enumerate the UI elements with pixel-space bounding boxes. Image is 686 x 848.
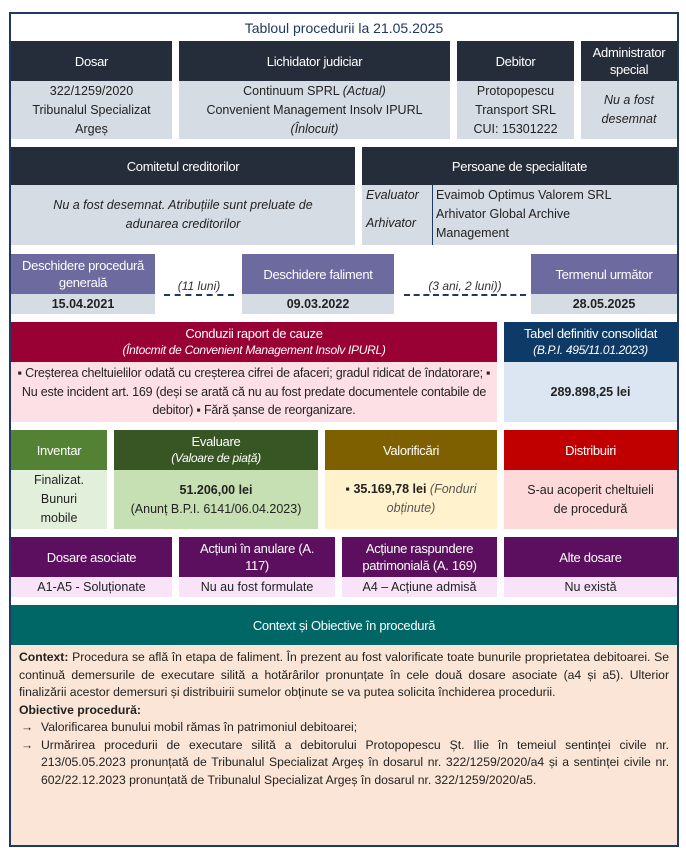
administrator-value: Nu a fost desemnat <box>601 93 657 126</box>
distribuiri-header: Distribuiri <box>504 430 677 470</box>
specialisti-header: Persoane de specialitate <box>362 147 677 185</box>
arhivator-name: Arhivator Global Archive Management <box>436 207 571 240</box>
evaluare-note: (Anunț B.P.I. 6141/06.04.2023) <box>130 501 302 516</box>
tabel-subtitle: (B.P.I. 495/11.01.2023) <box>533 343 648 357</box>
lichidator-body: Continuum SPRL (Actual) Convenient Manag… <box>179 81 450 139</box>
dosar-number: 322/1259/2020 <box>49 83 134 98</box>
cauze-subtitle: (Întocmit de Convenient Management Insol… <box>122 343 386 357</box>
distribuiri-value: S-au acoperit cheltuieli de procedură <box>504 470 677 529</box>
cauze-title: Conduzii raport de cauze <box>185 326 323 341</box>
administrator-header: Administrator special <box>581 41 677 81</box>
arhivator-role: Arhivator <box>366 216 417 230</box>
debitor-name-1: Protopopescu <box>476 83 555 98</box>
evaluare-subtitle: (Valoare de piață) <box>171 451 261 465</box>
evaluator-name: Evaimob Optimus Valorem SRL <box>436 188 612 202</box>
gap-3-ani: (3 ani, 2 luni)) <box>404 278 526 296</box>
termen-urmator-date: 28.05.2025 <box>531 294 677 314</box>
context-body: Context: Procedura se află în etapa de f… <box>11 645 677 845</box>
debitor-name-2: Transport SRL <box>475 102 556 117</box>
evaluare-header: Evaluare (Valoare de piață) <box>114 430 318 470</box>
alte-header: Alte dosare <box>504 537 677 577</box>
lichidator-current: Continuum SPRL <box>243 83 340 98</box>
debitor-header: Debitor <box>457 41 574 81</box>
evaluator-role: Evaluator <box>366 188 419 202</box>
evaluare-body: 51.206,00 lei (Anunț B.P.I. 6141/06.04.2… <box>114 470 318 529</box>
gap-11-luni: (11 luni) <box>164 278 234 296</box>
lichidator-header: Lichidator judiciar <box>179 41 450 81</box>
bullet-icon: ▪ <box>345 482 350 496</box>
objective-text: Valorificarea bunului mobil rămas în pat… <box>41 720 358 734</box>
valorificari-body: ▪ 35.169,78 lei (Fonduri obținute) <box>325 470 497 529</box>
tabel-value: 289.898,25 lei <box>504 362 677 422</box>
tabel-title: Tabel definitiv consolidat <box>523 326 658 341</box>
dosar-header: Dosar <box>11 41 172 81</box>
administrator-body: Nu a fost desemnat <box>581 81 677 139</box>
valorificari-value: 35.169,78 lei <box>353 482 427 496</box>
cauze-body: ▪ Creșterea cheltuielilor odată cu creșt… <box>11 362 497 422</box>
deschidere-generala-header: Deschidere procedură generală <box>11 254 155 294</box>
raspundere-value: A4 – Acțiune admisă <box>342 577 497 597</box>
dosar-city: Argeș <box>75 121 108 136</box>
specialisti-body: Evaluator Arhivator Evaimob Optimus Valo… <box>362 185 677 245</box>
context-label: Context: <box>19 650 69 664</box>
termen-urmator-header: Termenul următor <box>531 254 677 294</box>
lichidator-former: Convenient Management Insolv IPURL <box>206 102 423 117</box>
inventar-value: Finalizat. Bunuri mobile <box>11 470 107 529</box>
valorificari-header: Valorificări <box>325 430 497 470</box>
objectives-list: → Valorificarea bunului mobil rămas în pa… <box>19 719 669 789</box>
tabel-header: Tabel definitiv consolidat (B.P.I. 495/1… <box>504 322 677 362</box>
arrow-right-icon: → <box>21 737 34 752</box>
asociate-value: A1-A5 - Soluționate <box>11 577 172 597</box>
deschidere-faliment-header: Deschidere faliment <box>242 254 394 294</box>
evaluare-title: Evaluare <box>191 434 241 449</box>
valorificari-note: (Fonduri obținute) <box>386 482 477 515</box>
dosar-court: Tribunalul Specializat <box>32 102 151 117</box>
objective-text: Urmărirea procedurii de executare silită… <box>41 737 669 787</box>
inventar-header: Inventar <box>11 430 107 470</box>
debitor-cui: CUI: 15301222 <box>473 121 558 136</box>
page-title: Tabloul procedurii la 21.05.2025 <box>244 19 444 36</box>
deschidere-generala-date: 15.04.2021 <box>11 294 155 314</box>
lichidator-former-note: (Înlocuit) <box>290 121 339 136</box>
comitet-header: Comitetul creditorilor <box>11 147 355 185</box>
dosar-body: 322/1259/2020 Tribunalul Specializat Arg… <box>11 81 172 139</box>
procedure-dashboard: Tabloul procedurii la 21.05.2025 Dosar 3… <box>9 12 679 847</box>
comitet-body: Nu a fost desemnat. Atribuțiile sunt pre… <box>11 185 355 245</box>
evaluare-value: 51.206,00 lei <box>179 482 253 497</box>
objectives-label: Obiective procedură: <box>19 702 141 717</box>
objective-item: → Urmărirea procedurii de executare silit… <box>19 737 669 790</box>
objective-item: → Valorificarea bunului mobil rămas în pa… <box>19 719 669 737</box>
context-text: Procedura se află în etapa de faliment. … <box>19 650 669 699</box>
cauze-header: Conduzii raport de cauze (Întocmit de Co… <box>11 322 497 362</box>
deschidere-faliment-date: 09.03.2022 <box>242 294 394 314</box>
anulare-header: Acțiuni în anulare (A. 117) <box>179 537 335 577</box>
debitor-body: Protopopescu Transport SRL CUI: 15301222 <box>457 81 574 139</box>
comitet-value: Nu a fost desemnat. Atribuțiile sunt pre… <box>53 198 313 231</box>
context-header: Context și Obiective în procedură <box>11 605 677 645</box>
asociate-header: Dosare asociate <box>11 537 172 577</box>
lichidator-current-note: (Actual) <box>342 83 386 98</box>
raspundere-header: Acțiune raspundere patrimonială (A. 169) <box>342 537 497 577</box>
anulare-value: Nu au fost formulate <box>179 577 335 597</box>
alte-value: Nu există <box>504 577 677 597</box>
arrow-right-icon: → <box>21 720 34 734</box>
